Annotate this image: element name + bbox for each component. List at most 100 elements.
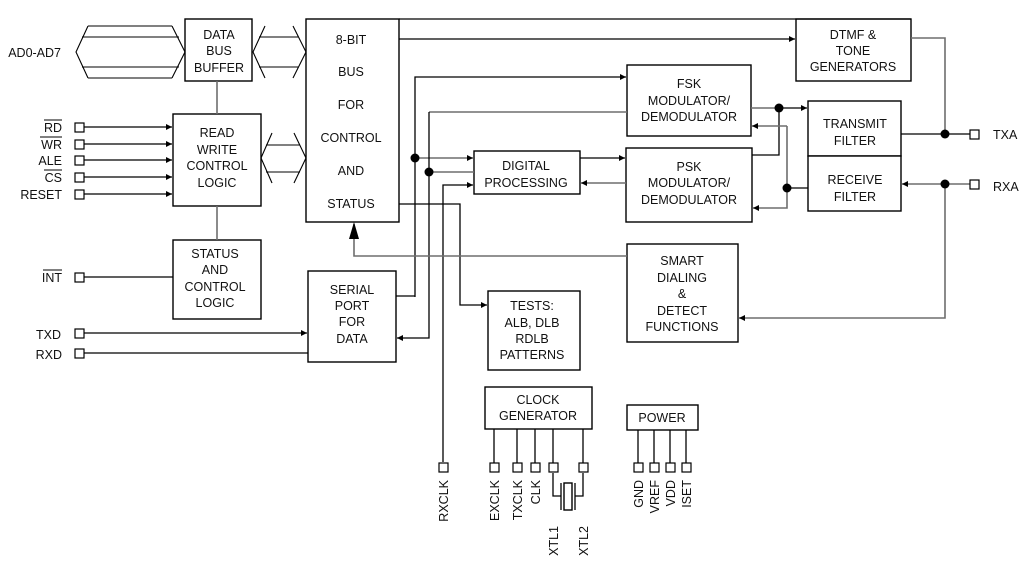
pin-rxclk[interactable]	[438, 462, 449, 473]
block-label: DATA	[336, 332, 368, 346]
block-label: RDLB	[515, 332, 548, 346]
block-label: POWER	[638, 411, 685, 425]
pin-rxd[interactable]	[74, 348, 85, 359]
pin-txclk[interactable]	[512, 462, 523, 473]
block-label: PATTERNS	[500, 348, 565, 362]
pin-ale[interactable]	[74, 155, 85, 166]
receive-filter-block: RECEIVE FILTER	[807, 155, 902, 212]
pin-label-wr: WR	[41, 138, 62, 152]
pin-txd[interactable]	[74, 328, 85, 339]
block-label: MODULATOR/	[648, 176, 731, 190]
block-label: DEMODULATOR	[641, 110, 737, 124]
smart-dialing-block: SMART DIALING & DETECT FUNCTIONS	[626, 243, 739, 343]
block-label: PORT	[335, 299, 370, 313]
pin-label-rxclk: RXCLK	[437, 479, 451, 521]
block-label: BUFFER	[194, 61, 244, 75]
block-label: 8-BIT	[336, 33, 367, 47]
block-label: SMART	[660, 254, 704, 268]
fsk-modem-block: FSK MODULATOR/ DEMODULATOR	[626, 64, 752, 137]
block-label: CONTROL	[320, 131, 381, 145]
power-pin-lines	[637, 430, 687, 463]
pin-int[interactable]	[74, 272, 85, 283]
block-label: MODULATOR/	[648, 94, 731, 108]
block-label: RECEIVE	[828, 173, 883, 187]
clock-generator-block: CLOCK GENERATOR	[484, 386, 593, 430]
block-label: LOGIC	[198, 176, 237, 190]
junction-dot	[940, 129, 950, 139]
rx-to-psk-line	[753, 126, 788, 211]
pin-label-clk: CLK	[529, 479, 543, 504]
pin-iset[interactable]	[681, 462, 692, 473]
junction-dot	[940, 179, 950, 189]
pins	[74, 122, 980, 473]
psk-modem-block: PSK MODULATOR/ DEMODULATOR	[625, 147, 753, 223]
block-label: GENERATOR	[499, 409, 577, 423]
power-block: POWER	[626, 404, 699, 431]
pin-label-rxa: RXA	[993, 180, 1019, 194]
pin-label-txd: TXD	[36, 328, 61, 342]
junction-dot	[424, 167, 434, 177]
block-label: FOR	[338, 98, 364, 112]
junction-dot	[782, 183, 792, 193]
pin-label-iset: ISET	[680, 480, 694, 508]
to-serial-line	[397, 112, 430, 341]
block-label: STATUS	[191, 247, 238, 261]
pin-gnd[interactable]	[633, 462, 644, 473]
block-label: LOGIC	[196, 296, 235, 310]
block-label: GENERATORS	[810, 60, 896, 74]
block-label: DETECT	[657, 304, 707, 318]
pin-label-ad: AD0-AD7	[8, 46, 61, 60]
pin-rxa[interactable]	[969, 179, 980, 190]
read-write-control-logic-block: READ WRITE CONTROL LOGIC	[172, 113, 262, 207]
dtmf-txa-line	[911, 37, 946, 134]
pin-label-exclk: EXCLK	[488, 479, 502, 521]
digital-processing-block: DIGITAL PROCESSING	[473, 150, 581, 195]
block-label: BUS	[206, 44, 232, 58]
pin-label-rxd: RXD	[36, 348, 62, 362]
block-label: STATUS	[327, 197, 374, 211]
psk-out-line	[752, 108, 780, 156]
pin-label-rd: RD	[44, 121, 62, 135]
block-label: CLOCK	[516, 393, 560, 407]
junction-dot	[410, 153, 420, 163]
block-label: BUS	[338, 65, 364, 79]
status-control-logic-block: STATUS AND CONTROL LOGIC	[172, 239, 262, 320]
pin-clk[interactable]	[530, 462, 541, 473]
pin-xtl1[interactable]	[548, 462, 559, 473]
pin-label-vdd: VDD	[664, 480, 678, 506]
block-label: PROCESSING	[484, 176, 567, 190]
pin-label-reset: RESET	[20, 188, 62, 202]
block-label: CONTROL	[186, 159, 247, 173]
block-label: AND	[202, 263, 228, 277]
pin-txa[interactable]	[969, 129, 980, 140]
arrow-up-icon	[349, 222, 359, 239]
pin-label-vref: VREF	[648, 480, 662, 514]
pin-label-int: INT	[42, 271, 63, 285]
pin-reset[interactable]	[74, 189, 85, 200]
pin-vref[interactable]	[649, 462, 660, 473]
block-label: DATA	[203, 28, 235, 42]
tests-block: TESTS: ALB, DLB RDLB PATTERNS	[487, 290, 581, 371]
pin-exclk[interactable]	[489, 462, 500, 473]
pin-wr[interactable]	[74, 139, 85, 150]
bus-8bit-block: 8-BIT BUS FOR CONTROL AND STATUS	[305, 18, 400, 223]
block-label: READ	[200, 126, 235, 140]
rw-to-bus-arrow	[260, 132, 307, 184]
pin-label-gnd: GND	[632, 480, 646, 508]
buffer-to-bus-arrow	[252, 25, 307, 79]
pin-label-txa: TXA	[993, 128, 1018, 142]
junction-dot	[774, 103, 784, 113]
block-label: &	[678, 287, 687, 301]
status-tests-line	[399, 203, 487, 308]
serial-port-block: SERIAL PORT FOR DATA	[307, 270, 397, 363]
pin-cs[interactable]	[74, 172, 85, 183]
pin-vdd[interactable]	[665, 462, 676, 473]
block-label: SERIAL	[330, 283, 375, 297]
pin-xtl2[interactable]	[578, 462, 589, 473]
pin-rd[interactable]	[74, 122, 85, 133]
block-label: ALB, DLB	[505, 316, 560, 330]
block-label: PSK	[676, 160, 702, 174]
pin-label-ale: ALE	[38, 154, 62, 168]
block-label: TRANSMIT	[823, 117, 887, 131]
